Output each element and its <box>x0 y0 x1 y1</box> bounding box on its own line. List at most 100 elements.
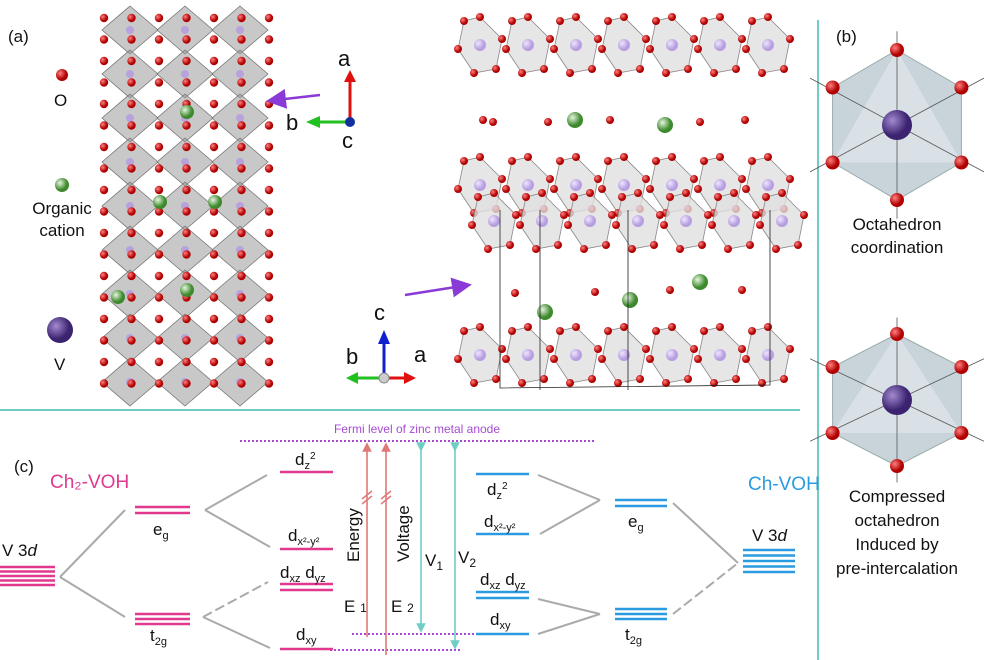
oxygen-atom <box>154 271 164 281</box>
oxygen-atom <box>182 56 191 66</box>
oxygen-atom <box>127 293 136 302</box>
legend-organic-line1: Organic <box>32 199 92 218</box>
vanadium-atom <box>126 158 134 166</box>
vanadium-atom <box>762 179 774 191</box>
bond <box>809 399 898 442</box>
oxygen-atom <box>890 327 904 341</box>
bond <box>809 124 898 173</box>
oxygen-atom <box>237 121 246 130</box>
oxygen-atom <box>682 189 690 197</box>
organic-cation <box>657 117 673 133</box>
left-dz2-label: dz2 <box>295 450 316 472</box>
oxygen-atom <box>154 314 164 324</box>
oxygen-atom <box>738 175 746 183</box>
oxygen-atom <box>154 336 164 345</box>
oxygen-atom <box>628 245 636 253</box>
oxygen-atom <box>524 13 532 21</box>
v1-label: V1 <box>425 551 443 573</box>
oxygen-atom <box>591 288 599 296</box>
oxygen-atom <box>470 379 478 387</box>
oxygen-atom <box>594 175 602 183</box>
oxygen-atom <box>498 175 506 183</box>
oxygen-atom <box>182 121 191 130</box>
oxygen-atom <box>732 65 740 73</box>
oxygen-atom <box>182 142 191 152</box>
oxygen-atom <box>264 228 274 238</box>
oxygen-atom <box>764 13 772 21</box>
oxygen-atom <box>498 35 506 43</box>
oxygen-atom <box>704 211 712 219</box>
correlation-line <box>59 576 126 618</box>
oxygen-atom <box>99 228 109 238</box>
oxygen-atom <box>566 379 574 387</box>
oxygen-atom <box>154 164 164 173</box>
oxygen-atom <box>634 189 642 197</box>
oxygen-atom <box>454 45 462 53</box>
oxygen-atom <box>646 45 654 53</box>
oxygen-atom <box>676 245 684 253</box>
oxygen-atom <box>127 250 136 259</box>
correlation-line <box>537 598 601 615</box>
crystal-structure-side-view <box>99 5 274 407</box>
oxygen-atom <box>608 211 616 219</box>
vanadium-atom <box>714 39 726 51</box>
oxygen-atom <box>690 35 698 43</box>
oxygen-atom <box>127 207 136 216</box>
oxygen-atom <box>237 207 246 216</box>
oxygen-atom <box>182 336 191 345</box>
oxygen-atom <box>237 13 246 23</box>
oxygen-atom <box>154 35 164 44</box>
oxygen-atom <box>127 121 136 130</box>
axis-a-label: a <box>338 46 351 71</box>
oxygen-atom <box>182 78 191 87</box>
oxygen-atom <box>209 142 219 152</box>
oxygen-atom <box>154 142 164 152</box>
oxygen-atom <box>264 35 274 44</box>
oxygen-atom <box>99 379 109 388</box>
oxygen-atom <box>264 207 274 216</box>
oxygen-atom <box>460 327 468 335</box>
oxygen-atom <box>550 45 558 53</box>
vanadium-atom <box>584 215 596 227</box>
oxygen-atom <box>786 175 794 183</box>
oxygen-atom <box>468 221 476 229</box>
left-eg-label: eg <box>153 520 169 542</box>
oxygen-atom <box>700 157 708 165</box>
oxygen-atom <box>825 360 840 374</box>
oxygen-atom <box>732 375 740 383</box>
vanadium-atom <box>666 39 678 51</box>
oxygen-atom <box>512 211 520 219</box>
oxygen-atom <box>642 35 650 43</box>
fermi-level-label: Fermi level of zinc metal anode <box>334 422 500 436</box>
organic-cation <box>153 195 167 209</box>
oxygen-atom <box>154 56 164 66</box>
oxygen-atom <box>99 121 109 130</box>
oxygen-atom <box>606 116 614 124</box>
oxygen-atom <box>237 293 246 302</box>
oxygen-atom <box>758 379 766 387</box>
oxygen-atom <box>746 241 754 249</box>
right-t2g-label: t2g <box>625 625 642 647</box>
oxygen-atom <box>489 118 497 126</box>
panel-label-c: (c) <box>14 457 34 476</box>
organic-cation <box>111 290 125 304</box>
oxygen-atom <box>99 164 109 173</box>
left-v3d-label: V 3d <box>2 541 38 560</box>
oxygen-atom <box>772 245 780 253</box>
axis-c-label: c <box>374 300 385 325</box>
oxygen-atom <box>538 189 546 197</box>
oxygen-atom <box>524 153 532 161</box>
oxygen-atom <box>556 17 564 25</box>
oxygen-atom <box>209 207 219 216</box>
oxygen-atom <box>99 271 109 281</box>
oxygen-atom <box>99 250 109 259</box>
bond <box>896 399 985 442</box>
oxygen-atom <box>182 35 191 44</box>
oxygen-atom <box>642 175 650 183</box>
vanadium-atom <box>181 26 189 34</box>
oxygen-atom <box>532 245 540 253</box>
oxygen-atom <box>154 78 164 87</box>
oxygen-atom <box>127 228 136 238</box>
axes-indicator-1: a b c <box>266 46 356 153</box>
bond <box>896 124 985 173</box>
